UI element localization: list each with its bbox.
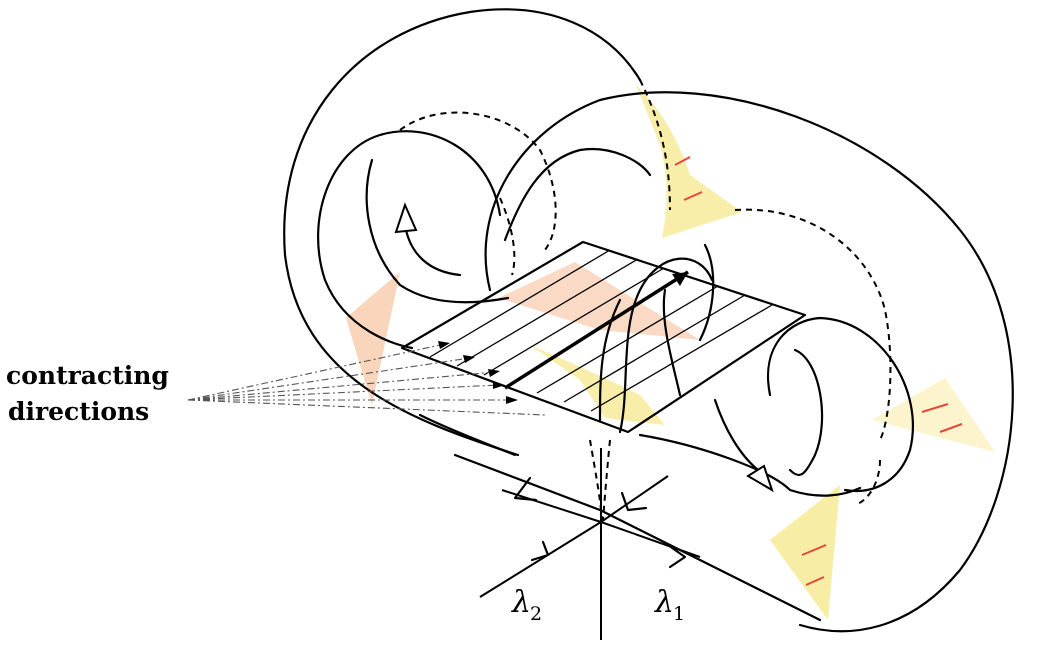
contracting-ray xyxy=(187,371,496,401)
ray-arrowhead xyxy=(463,355,475,363)
red-tick xyxy=(921,403,949,413)
left-lobe-outer xyxy=(283,8,642,457)
strip-line xyxy=(483,267,665,376)
strip-line xyxy=(429,249,611,358)
right-lobe-outer xyxy=(484,91,1014,633)
saddle-point xyxy=(479,448,701,640)
strip-center-line xyxy=(504,270,689,390)
dashed-right-loop xyxy=(734,208,892,441)
right-lobe-inner xyxy=(503,147,652,242)
flow-curve xyxy=(662,288,682,397)
yellow-section-bottom xyxy=(770,485,840,620)
dashed-right-tail xyxy=(854,459,881,506)
arrow-lambda2 xyxy=(530,540,550,562)
strip-line xyxy=(590,304,773,412)
lambda1-axis xyxy=(501,489,602,523)
red-tick xyxy=(683,191,703,201)
lambda2-axis xyxy=(479,521,602,598)
contracting-label-line2: directions xyxy=(8,397,149,426)
arrow-upper-left xyxy=(513,476,538,502)
lambda2-label: λ 2 xyxy=(511,585,542,625)
lambda1-axis-right xyxy=(600,521,701,558)
contracting-ray xyxy=(187,344,441,401)
left-flow-arc xyxy=(403,223,462,277)
arrow-upper-right xyxy=(620,491,648,512)
strip-line xyxy=(456,258,639,367)
lambda1-symbol: λ xyxy=(654,585,674,620)
contracting-ray xyxy=(187,357,471,401)
peach-band-center xyxy=(498,262,700,340)
red-tick xyxy=(805,576,825,586)
strip-line xyxy=(563,294,746,403)
central-strip xyxy=(400,240,807,434)
dashed-top-connector xyxy=(639,79,671,211)
lambda1-subscript: 1 xyxy=(673,603,685,625)
right-open-arrowhead xyxy=(746,464,774,493)
flow-curve xyxy=(698,243,715,342)
strip-outline xyxy=(400,240,807,434)
upper-right-axis xyxy=(600,475,669,523)
under-edge xyxy=(638,433,862,497)
arrow-lambda1 xyxy=(666,543,687,569)
flow-curves xyxy=(598,243,715,434)
ray-arrowhead xyxy=(488,369,500,377)
hidden-curves xyxy=(399,79,892,521)
left-hole-rim xyxy=(365,158,510,304)
flow-curve xyxy=(598,298,622,422)
left-bottom-edge xyxy=(418,413,517,457)
contracting-ray xyxy=(187,399,546,416)
contracting-ray xyxy=(187,384,499,401)
yellow-section-right xyxy=(872,378,995,452)
flow-curve xyxy=(618,257,714,434)
red-tick xyxy=(801,544,827,556)
dashed-center-funnel-2 xyxy=(602,439,611,521)
lambda2-subscript: 2 xyxy=(530,603,542,625)
ray-arrowhead xyxy=(506,396,518,404)
lambda1-label: λ 1 xyxy=(654,585,685,625)
ray-arrowhead xyxy=(438,341,450,349)
red-tick xyxy=(939,423,963,433)
lambda2-symbol: λ xyxy=(511,585,531,620)
left-open-arrowhead xyxy=(394,202,418,234)
yellow-section-center xyxy=(530,345,665,425)
strip-arrowhead xyxy=(672,272,688,286)
right-flow-arc xyxy=(713,398,760,472)
peach-section-left xyxy=(346,272,400,405)
red-tick xyxy=(674,156,691,166)
contracting-label-line1: contracting xyxy=(6,361,169,390)
yellow-section-top xyxy=(636,85,742,238)
shaded-sections xyxy=(346,85,995,620)
contracting-rays xyxy=(187,341,546,416)
flow-arrows xyxy=(394,202,774,493)
ray-arrowhead xyxy=(493,381,505,389)
left-lobe-inner xyxy=(317,130,502,350)
right-hole-rim xyxy=(767,316,915,493)
right-hole-inner xyxy=(788,348,824,477)
